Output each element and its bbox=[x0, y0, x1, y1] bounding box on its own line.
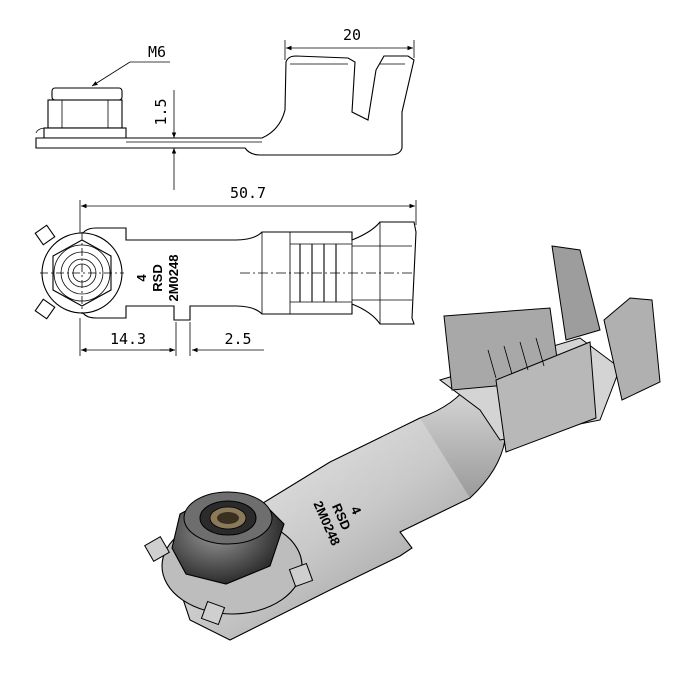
tab-width-dimension: 2.5 bbox=[224, 330, 251, 348]
thickness-dimension: 1.5 bbox=[152, 98, 170, 125]
thread-callout: M6 bbox=[148, 43, 166, 61]
marking-line-2: RSD bbox=[150, 264, 165, 291]
barrel-length-dimension: 20 bbox=[343, 26, 361, 44]
marking-line-1: 4 bbox=[134, 274, 149, 282]
isometric-view: 4 RSD 2M0248 bbox=[144, 245, 661, 641]
hole-to-tab-dimension: 14.3 bbox=[110, 330, 146, 348]
marking-line-3: 2M0248 bbox=[166, 255, 181, 302]
overall-length-dimension: 50.7 bbox=[230, 184, 266, 202]
side-view: M6 1.5 20 bbox=[35, 26, 415, 190]
top-view: 50.7 4 RSD 2M0248 bbox=[34, 184, 417, 356]
